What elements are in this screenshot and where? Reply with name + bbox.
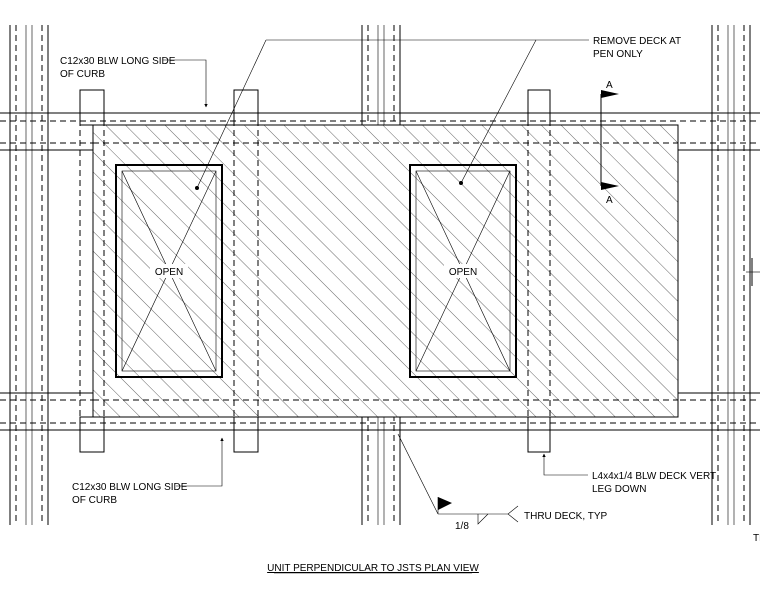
curb-area: [92, 124, 679, 418]
opening-left: OPEN: [115, 164, 223, 378]
section-mark-bottom: A: [606, 195, 613, 206]
section-mark-top: A: [606, 80, 613, 91]
callout-remove-deck-line2: PEN ONLY: [593, 49, 643, 60]
weld-symbol: 1/8 THRU DECK, TYP: [397, 433, 607, 532]
callout-channel-top-line2: OF CURB: [60, 69, 105, 80]
callout-angle: L4x4x1/4 BLW DECK VERT LEG DOWN: [542, 453, 716, 495]
weld-note: THRU DECK, TYP: [524, 511, 607, 522]
callout-angle-line2: LEG DOWN: [592, 484, 646, 495]
curb-stubs: [79, 89, 551, 453]
callout-remove-deck: REMOVE DECK AT PEN ONLY: [195, 36, 681, 190]
opening-label-left: OPEN: [155, 267, 183, 278]
callout-channel-bottom-line1: C12x30 BLW LONG SIDE: [72, 482, 188, 493]
callout-channel-top-line1: C12x30 BLW LONG SIDE: [60, 56, 176, 67]
beam-right: [711, 25, 751, 525]
framing-lines: [79, 90, 678, 452]
right-edge-fragment: TH: [746, 258, 760, 544]
callout-channel-bottom: C12x30 BLW LONG SIDE OF CURB: [72, 437, 224, 506]
callout-remove-deck-line1: REMOVE DECK AT: [593, 36, 681, 47]
callout-channel-bottom-line2: OF CURB: [72, 495, 117, 506]
section-cut-a: A A: [600, 80, 619, 206]
opening-label-right: OPEN: [449, 267, 477, 278]
callout-channel-top: C12x30 BLW LONG SIDE OF CURB: [60, 56, 208, 108]
edge-fragment-text: TH: [753, 533, 760, 544]
opening-right: OPEN: [409, 164, 517, 378]
beam-left: [9, 25, 49, 525]
weld-size: 1/8: [455, 521, 469, 532]
callout-angle-line1: L4x4x1/4 BLW DECK VERT: [592, 471, 716, 482]
drawing-title: UNIT PERPENDICULAR TO JSTS PLAN VIEW: [267, 563, 479, 574]
